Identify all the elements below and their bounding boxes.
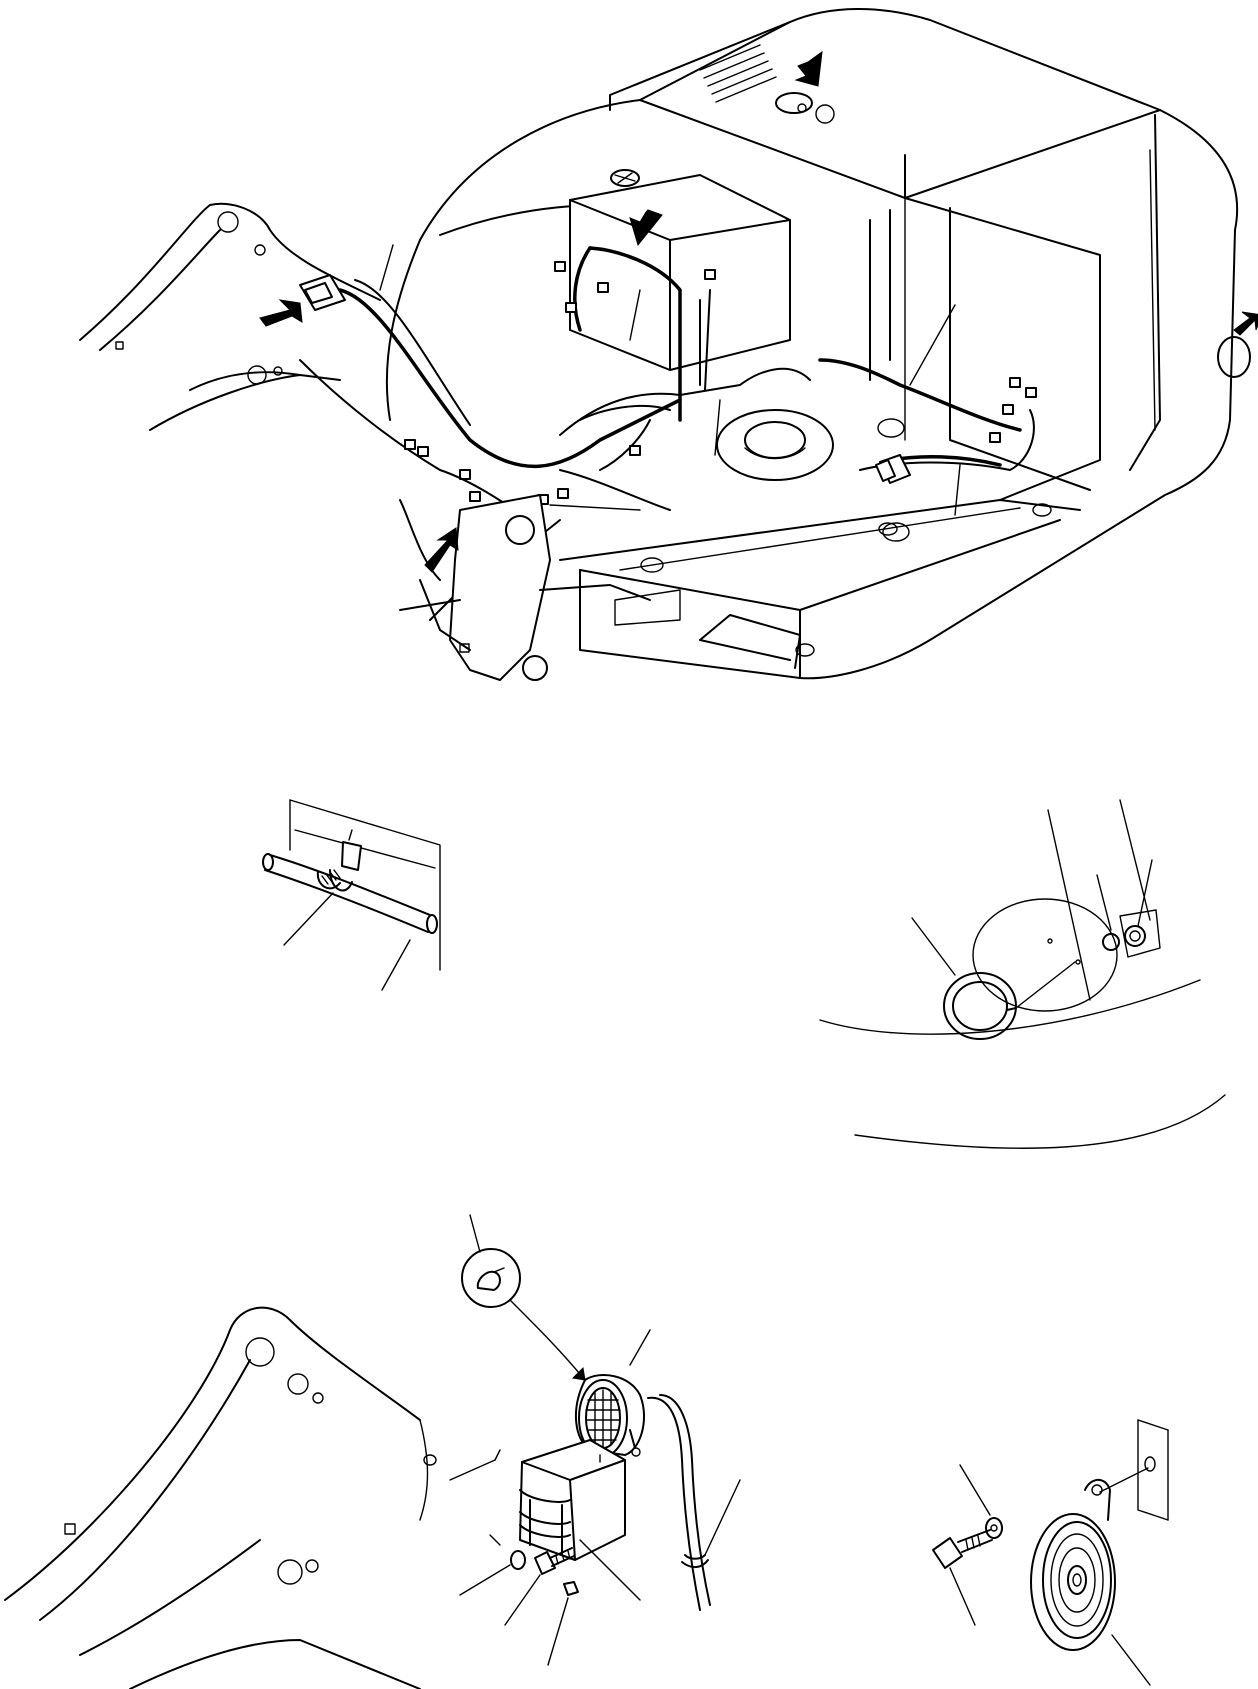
harness-clamp [681,1479,741,1568]
boom-connector [299,274,346,311]
callout-arrow-connector [259,299,303,327]
hood-plug-ring [775,92,813,114]
washer [510,1550,526,1570]
lamp-bulb [461,1214,521,1308]
leader-plug [911,917,956,976]
bracket-fasteners [459,1547,579,1666]
hood-vent-grille [699,44,777,103]
leader-clamp [704,1479,741,1556]
revolving-frame-shell [385,8,1239,680]
leader-horn-washer [959,1464,991,1516]
blind-plug-detail [819,799,1226,1149]
leader-nut [1137,859,1153,927]
horn-detail [932,1419,1169,1686]
harness-relay-box [875,454,911,484]
leader-washer [459,1564,511,1596]
main-wiring-harness [299,244,1037,516]
bolt-head [534,1551,556,1575]
plug-clip [1102,909,1161,958]
nut [563,1581,579,1596]
boom-and-swing-bracket [79,202,671,681]
work-lamp [574,1329,711,1611]
leader-washer [1096,874,1112,931]
leader-nut [547,1597,569,1666]
leader-lamp [629,1329,651,1366]
blind-plug [943,972,1017,1040]
horn-bolt-head [932,1537,963,1569]
horn [1030,1467,1151,1686]
cable-tie [316,829,362,892]
work-lamp-detail [4,1214,741,1689]
callout-arrow-hood [794,50,823,87]
harness-connectors [404,261,1037,505]
hood-hole [815,104,835,124]
callout-arrow-battery [629,209,663,247]
callout-arrows [259,50,1258,573]
leader-horn [1111,1634,1151,1686]
horn-fasteners [932,1464,1003,1626]
swing-circle [716,409,834,481]
cable-tie-detail [262,799,441,991]
deck-bolt-holes [640,418,1052,657]
side-plug-ring [1217,336,1251,378]
battery-box [569,169,791,422]
lamp-bracket [449,1439,641,1601]
horn-washer [985,1517,1003,1539]
leader-bulb [469,1214,481,1253]
leader-bolt [504,1574,541,1626]
overall-machine-view [79,8,1258,681]
callout-arrow-side [1233,311,1258,336]
leader-hose [381,939,411,991]
leader-bracket [579,1539,641,1601]
leader-horn-bolt [949,1567,976,1626]
leader-tie [283,892,334,946]
callout-arrow-boom [424,527,459,573]
